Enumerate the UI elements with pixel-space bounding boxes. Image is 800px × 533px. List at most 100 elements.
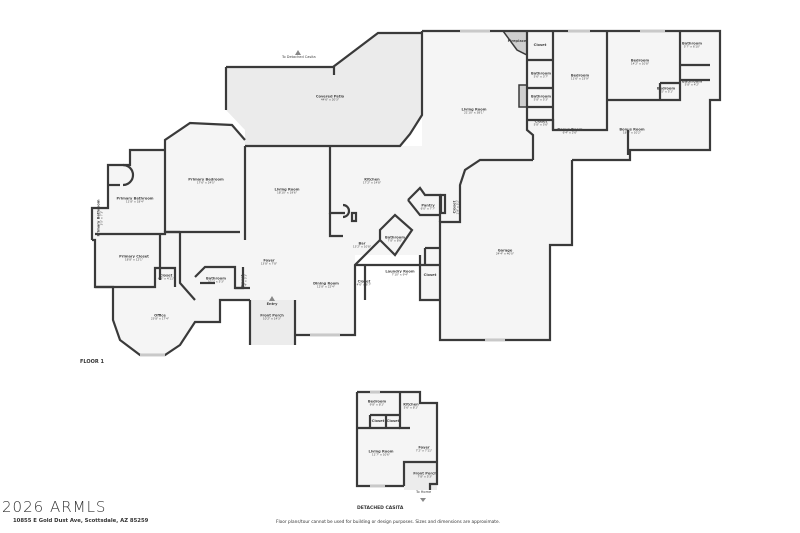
room-name: Primary Bathroom [116, 196, 154, 201]
room-label: Entry [267, 302, 278, 306]
address: 10855 E Gold Dust Ave, Scottsdale, AZ 85… [13, 518, 149, 524]
room-label: Closet [534, 43, 547, 47]
room-dimensions: 21'10" x 38'1" [463, 110, 484, 115]
walls [90, 29, 722, 490]
room-dimensions: 3'5" x 7'1" [99, 210, 104, 226]
arrow-up-icon [269, 296, 275, 301]
room-name: Foyer [263, 258, 275, 263]
room-name: Closet [386, 418, 400, 423]
room-name: Bonus Room [557, 127, 583, 132]
room-name: Closet [423, 272, 437, 277]
room-dimensions: 7'10" x 9'4" [391, 272, 409, 277]
room-name: Primary Bedroom [188, 177, 224, 182]
room-label: Fireplace [508, 39, 527, 43]
room-dimensions: 12'8" x 22'4" [316, 284, 336, 289]
windows [140, 30, 665, 487]
room-name: Kitchen [403, 402, 419, 407]
room-name: Bedroom [367, 399, 387, 404]
direction-arrows [269, 50, 426, 502]
room-dimensions: 18'10" x 19'6" [276, 190, 297, 195]
room-name: Closet [371, 418, 385, 423]
room-label: Closet [424, 273, 437, 277]
room-name: Kitchen [364, 177, 380, 182]
room-name: Bathroom [385, 235, 405, 240]
room-name: Living Room [274, 187, 300, 192]
room-dimensions: 7'8" x 5'3" [417, 474, 433, 479]
room-dimensions: 2'9" x 5'2" [455, 199, 460, 215]
room-name: Bathroom [531, 94, 551, 99]
room-name: Garage [497, 248, 513, 253]
room-label: Closet [387, 419, 400, 423]
room-name: Office [154, 313, 166, 318]
room-dimensions: 13'8" x 7'8" [260, 261, 278, 266]
room-dimensions: 24'4" x 40'0" [495, 251, 515, 256]
to-casita-label: To Detached Casita [282, 55, 316, 59]
room-dimensions: 9'8" x 8'1" [369, 402, 385, 407]
room-dimensions: 5'8" x 5'3" [533, 97, 549, 102]
arrow-down-icon [420, 498, 426, 502]
room-dimensions: 5'8" x 5'6" [533, 122, 549, 127]
room-dimensions: 17'2" x 14'8" [362, 180, 382, 185]
covered-patio [226, 33, 437, 490]
room-name: Bathroom [531, 71, 551, 76]
room-name: Bathroom [206, 276, 226, 281]
room-name: Front Porch [260, 313, 284, 318]
to-home-label: To Home [416, 490, 432, 494]
room-name: Dining Room [313, 281, 339, 286]
room-name: Primary Closet [119, 254, 149, 259]
room-dimensions: 44'6" x 20'3" [320, 97, 340, 102]
room-name: Bar [358, 241, 366, 246]
disclaimer: Floor plans/tour cannot be used for buil… [276, 520, 500, 525]
casita-label: DETACHED CASITA [357, 506, 404, 511]
room-dimensions: 5'5" x 5'1" [658, 89, 674, 94]
room-dimensions: 4'6" x 6'7" [356, 282, 372, 287]
room-name: Foyer [418, 445, 430, 450]
room-name: Fireplace [507, 38, 527, 43]
room-dimensions: 13'2" x 10'8" [352, 244, 372, 249]
room-dimensions: 14'2" x 10'8" [630, 61, 650, 66]
room-dimensions: 7'8" x 8'6" [387, 238, 403, 243]
room-dimensions: 7'2" x 7'11" [415, 448, 433, 453]
room-dimensions: 18'8" x 12'1" [124, 257, 144, 262]
room-dimensions: 10'1" x 5'3" [207, 279, 225, 284]
room-name: Bedroom [570, 73, 590, 78]
room-dimensions: 2'4" x 3'1" [243, 273, 248, 289]
room-name: Bonus Room [619, 127, 645, 132]
room-dimensions: 17'6" x 24'5" [196, 180, 216, 185]
room-dimensions: 5'8" x 4'2" [684, 82, 700, 87]
room-name: Closet [534, 119, 548, 124]
room-label: Closet [372, 419, 385, 423]
room-name: Front Porch [413, 471, 437, 476]
room-name: Living Room [368, 449, 394, 454]
room-name: Pantry [421, 203, 435, 208]
watermark: 2026 ARMLS [2, 498, 107, 516]
